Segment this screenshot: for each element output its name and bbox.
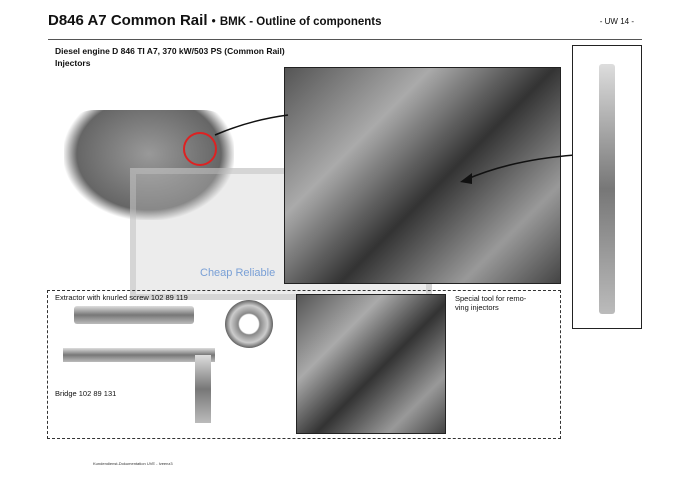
subtitle: Diesel engine D 846 TI A7, 370 kW/503 PS… <box>55 45 285 69</box>
title-separator: • <box>211 16 216 28</box>
footer-text: Kundendienst-Dokumentation UVE - Iveenz3 <box>93 461 173 466</box>
header-divider <box>48 39 642 40</box>
bridge-leg <box>195 355 211 423</box>
tools-panel <box>47 290 561 439</box>
nut-image <box>225 300 273 348</box>
special-tool-label: Special tool for remo- ving injectors <box>455 294 527 312</box>
cylinder-head-photo <box>284 67 561 284</box>
injector-highlight-circle <box>183 132 217 166</box>
subtitle-line1: Diesel engine D 846 TI A7, 370 kW/503 PS… <box>55 46 285 56</box>
title-section: BMK - Outline of components <box>219 16 382 28</box>
subtitle-line2: Injectors <box>55 58 91 68</box>
injector-image <box>599 64 615 314</box>
injector-image-frame <box>572 45 642 329</box>
title-main: D846 A7 Common Rail <box>48 12 208 29</box>
page-title: D846 A7 Common Rail • BMK - Outline of c… <box>48 12 382 29</box>
removal-photo <box>296 294 446 434</box>
bridge-label: Bridge 102 89 131 <box>55 389 117 398</box>
pointer-arrows <box>214 114 576 184</box>
extractor-label: Extractor with knurled screw 102 89 119 <box>55 293 188 302</box>
bridge-image <box>63 348 215 362</box>
extractor-image <box>74 306 194 324</box>
watermark-text: Cheap Reliable <box>200 267 276 279</box>
page-reference: - UW 14 - <box>599 17 634 26</box>
